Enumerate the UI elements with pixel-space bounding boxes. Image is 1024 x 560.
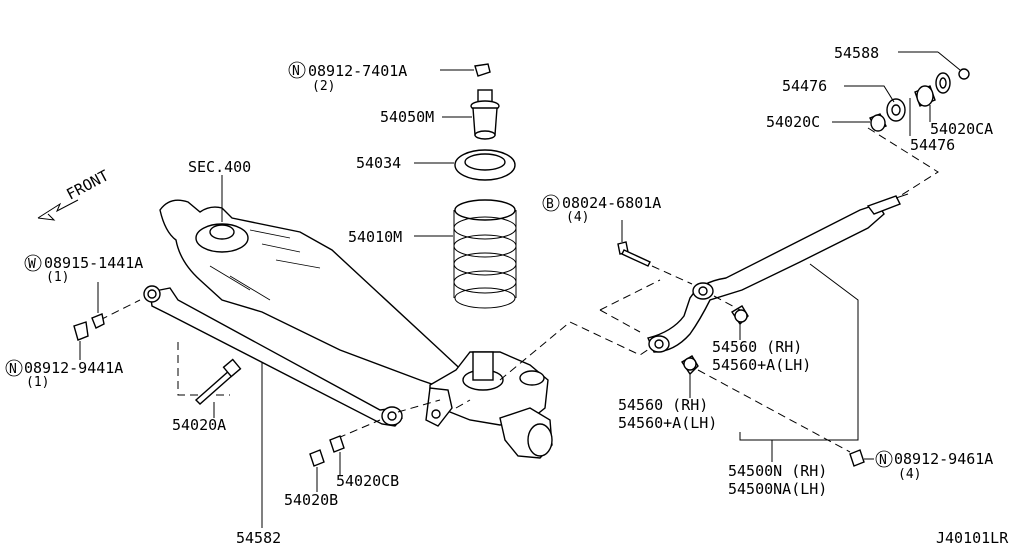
p54500n-leader: 54500N (RH) 54500NA(LH)	[697, 263, 859, 498]
w-08915-label: 08915-1441A	[44, 254, 143, 272]
nut-symbol-right: N	[879, 453, 887, 468]
front-direction-arrow: FRONT	[37, 166, 112, 221]
p54020ca-label: 54020CA	[930, 120, 993, 138]
trailing-arm	[647, 193, 909, 353]
nut-08912-9441a	[73, 321, 89, 341]
bolt-54020a: 54020A	[172, 342, 242, 434]
p54050m-label: 54050M	[380, 108, 434, 126]
bolt-08024: B 08024-6801A (4)	[542, 194, 693, 311]
nut-symbol-left: N	[9, 362, 17, 377]
front-label: FRONT	[63, 166, 111, 203]
p54560-rh-b-label: 54560 (RH)	[618, 396, 708, 414]
p54476-bottom-label: 54476	[910, 136, 955, 154]
nut-symbol-top: N	[292, 64, 300, 79]
nut-top-qty: (2)	[312, 79, 335, 94]
nut-top-label: 08912-7401A	[308, 62, 407, 80]
p54500n-label: 54500N (RH)	[728, 462, 827, 480]
p54560a-lh-a-label: 54560+A(LH)	[712, 356, 811, 374]
diagram-code: J40101LR	[936, 529, 1009, 547]
lateral-rod-link-line	[397, 399, 471, 413]
p54500na-label: 54500NA(LH)	[728, 480, 827, 498]
b-08024-label: 08024-6801A	[562, 194, 661, 212]
nut-54020b	[309, 449, 325, 467]
knuckle-arm-link-line	[499, 321, 656, 381]
nut-symbol-icon	[288, 61, 306, 79]
lateral-rod: 54582	[143, 285, 403, 547]
p54020a-label: 54020A	[172, 416, 226, 434]
n-08912-9461a-qty: (4)	[898, 467, 921, 482]
bolt-symbol: B	[546, 197, 554, 212]
washer-symbol: W	[28, 257, 36, 272]
p54582-label: 54582	[236, 529, 281, 547]
part-54588	[958, 68, 970, 80]
p54020b-label: 54020B	[284, 491, 338, 509]
n-08912-9461a-label: 08912-9461A	[894, 450, 993, 468]
washer-08915	[91, 313, 105, 329]
upper-right-bushings: 54588 54476 54020C 54020CA 54476	[766, 44, 993, 197]
coil-spring	[453, 199, 517, 309]
bushings-54560: 54560 (RH) 54560+A(LH) 54560 (RH) 54560+…	[599, 295, 811, 432]
axle-housing: SEC.400	[159, 158, 472, 393]
p54034-label: 54034	[356, 154, 401, 172]
p54476-top-label: 54476	[782, 77, 827, 95]
left-end-hardware: W 08915-1441A (1) N 08912-9441A (1)	[5, 254, 143, 390]
spring-assembly: N 08912-7401A (2) 54050M 54034 54010M	[288, 61, 517, 309]
p54560a-lh-b-label: 54560+A(LH)	[618, 414, 717, 432]
p54020cb-label: 54020CB	[336, 472, 399, 490]
top-nut	[474, 63, 491, 77]
sec400-label: SEC.400	[188, 158, 251, 176]
p54020c-label: 54020C	[766, 113, 820, 131]
w-08915-qty: (1)	[46, 270, 69, 285]
n-08912-9441a-qty: (1)	[26, 375, 49, 390]
p54560-rh-a-label: 54560 (RH)	[712, 338, 802, 356]
p54010m-label: 54010M	[348, 228, 402, 246]
washer-54020cb	[329, 435, 345, 453]
nut-08912-9461a: N 08912-9461A (4)	[849, 449, 993, 482]
right-end-hardware: 54020CB 54020B	[284, 419, 399, 509]
p54588-label: 54588	[834, 44, 879, 62]
knuckle-hub	[425, 351, 553, 459]
n-08912-9441a-label: 08912-9441A	[24, 359, 123, 377]
b-08024-qty: (4)	[566, 210, 589, 225]
